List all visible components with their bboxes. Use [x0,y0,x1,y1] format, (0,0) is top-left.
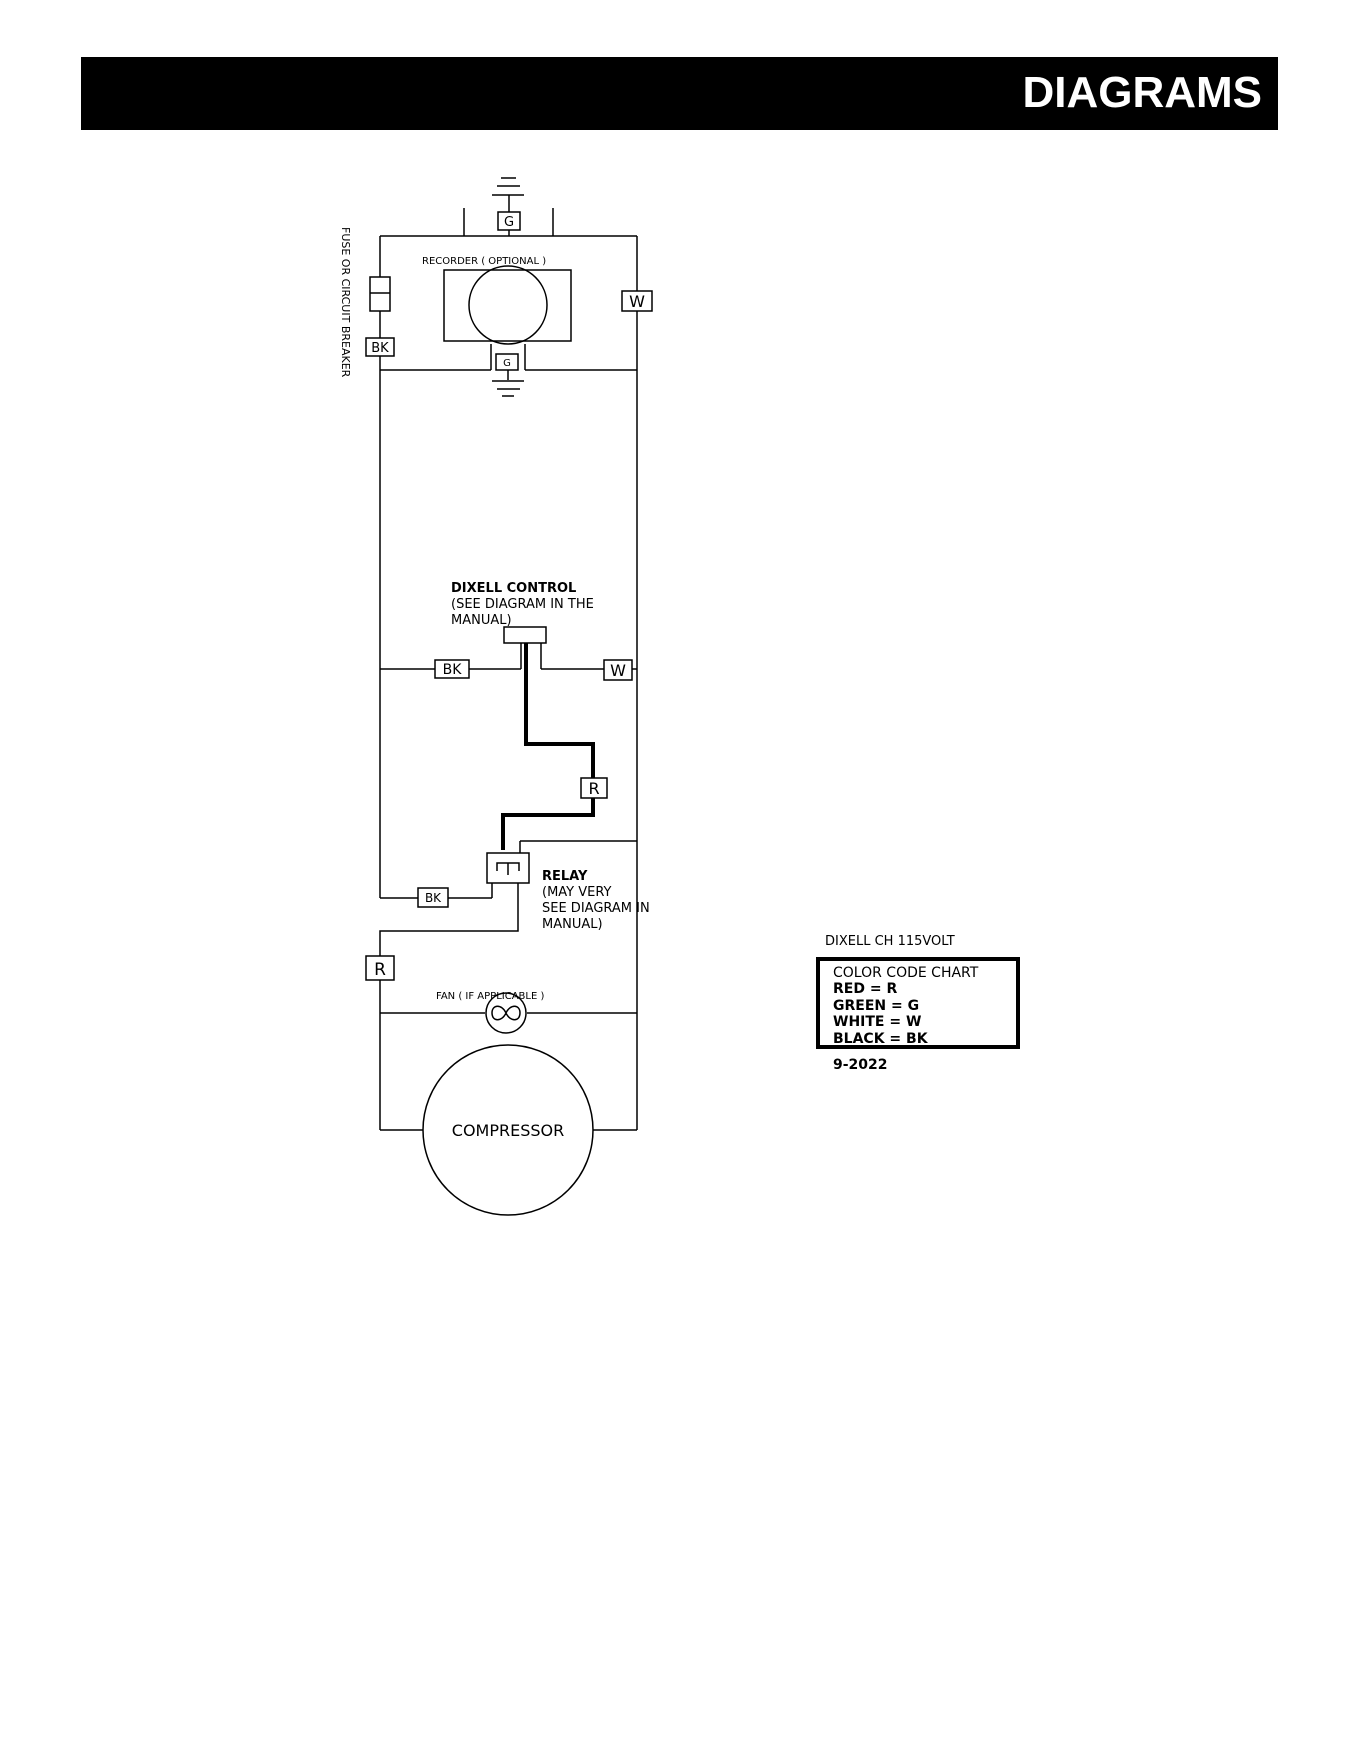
wire-tag-bk-label: BK [371,341,389,356]
wire-tag-g-label: G [504,215,514,230]
wire-tag-w-label: W [610,661,626,680]
legend-date: 9-2022 [833,1057,888,1073]
control-note: MANUAL) [451,613,512,628]
color-code-chart: COLOR CODE CHART RED = R GREEN = G WHITE… [816,957,1020,1049]
legend-heading: DIXELL CH 115VOLT [825,934,955,949]
relay-r-wire [503,798,593,850]
wire-tag-bk-label: BK [425,891,442,905]
relay-title: RELAY [542,869,588,884]
wire-tag-r-label: R [588,779,599,798]
fuse-label: FUSE OR CIRCUIT BREAKER [339,227,352,378]
legend-row: WHITE = W [833,1014,1016,1031]
fan-label: FAN ( IF APPLICABLE ) [436,991,544,1002]
legend-row: GREEN = G [833,998,1016,1015]
wire-tag-g-label: G [503,358,511,369]
relay-note: MANUAL) [542,917,603,932]
wire-tag-r-label: R [374,960,386,980]
relay-r-out-wire [380,883,518,956]
recorder-box [444,270,571,341]
legend-row: RED = R [833,981,1016,998]
recorder-dial [469,266,547,344]
wire-tag-bk-label: BK [443,662,463,678]
relay-note: (MAY VERY [542,885,612,900]
legend-row: BLACK = BK [833,1031,1016,1048]
relay-note: SEE DIAGRAM IN [542,901,650,916]
legend-title: COLOR CODE CHART [833,965,1016,981]
wire-tag-w-label: W [629,292,645,311]
control-terminal [504,627,546,643]
fuse-symbol [370,277,390,311]
recorder-label: RECORDER ( OPTIONAL ) [422,256,546,267]
control-r-wire [526,643,593,780]
compressor-label: COMPRESSOR [452,1121,564,1140]
control-note: (SEE DIAGRAM IN THE [451,597,594,612]
control-title: DIXELL CONTROL [451,581,576,596]
